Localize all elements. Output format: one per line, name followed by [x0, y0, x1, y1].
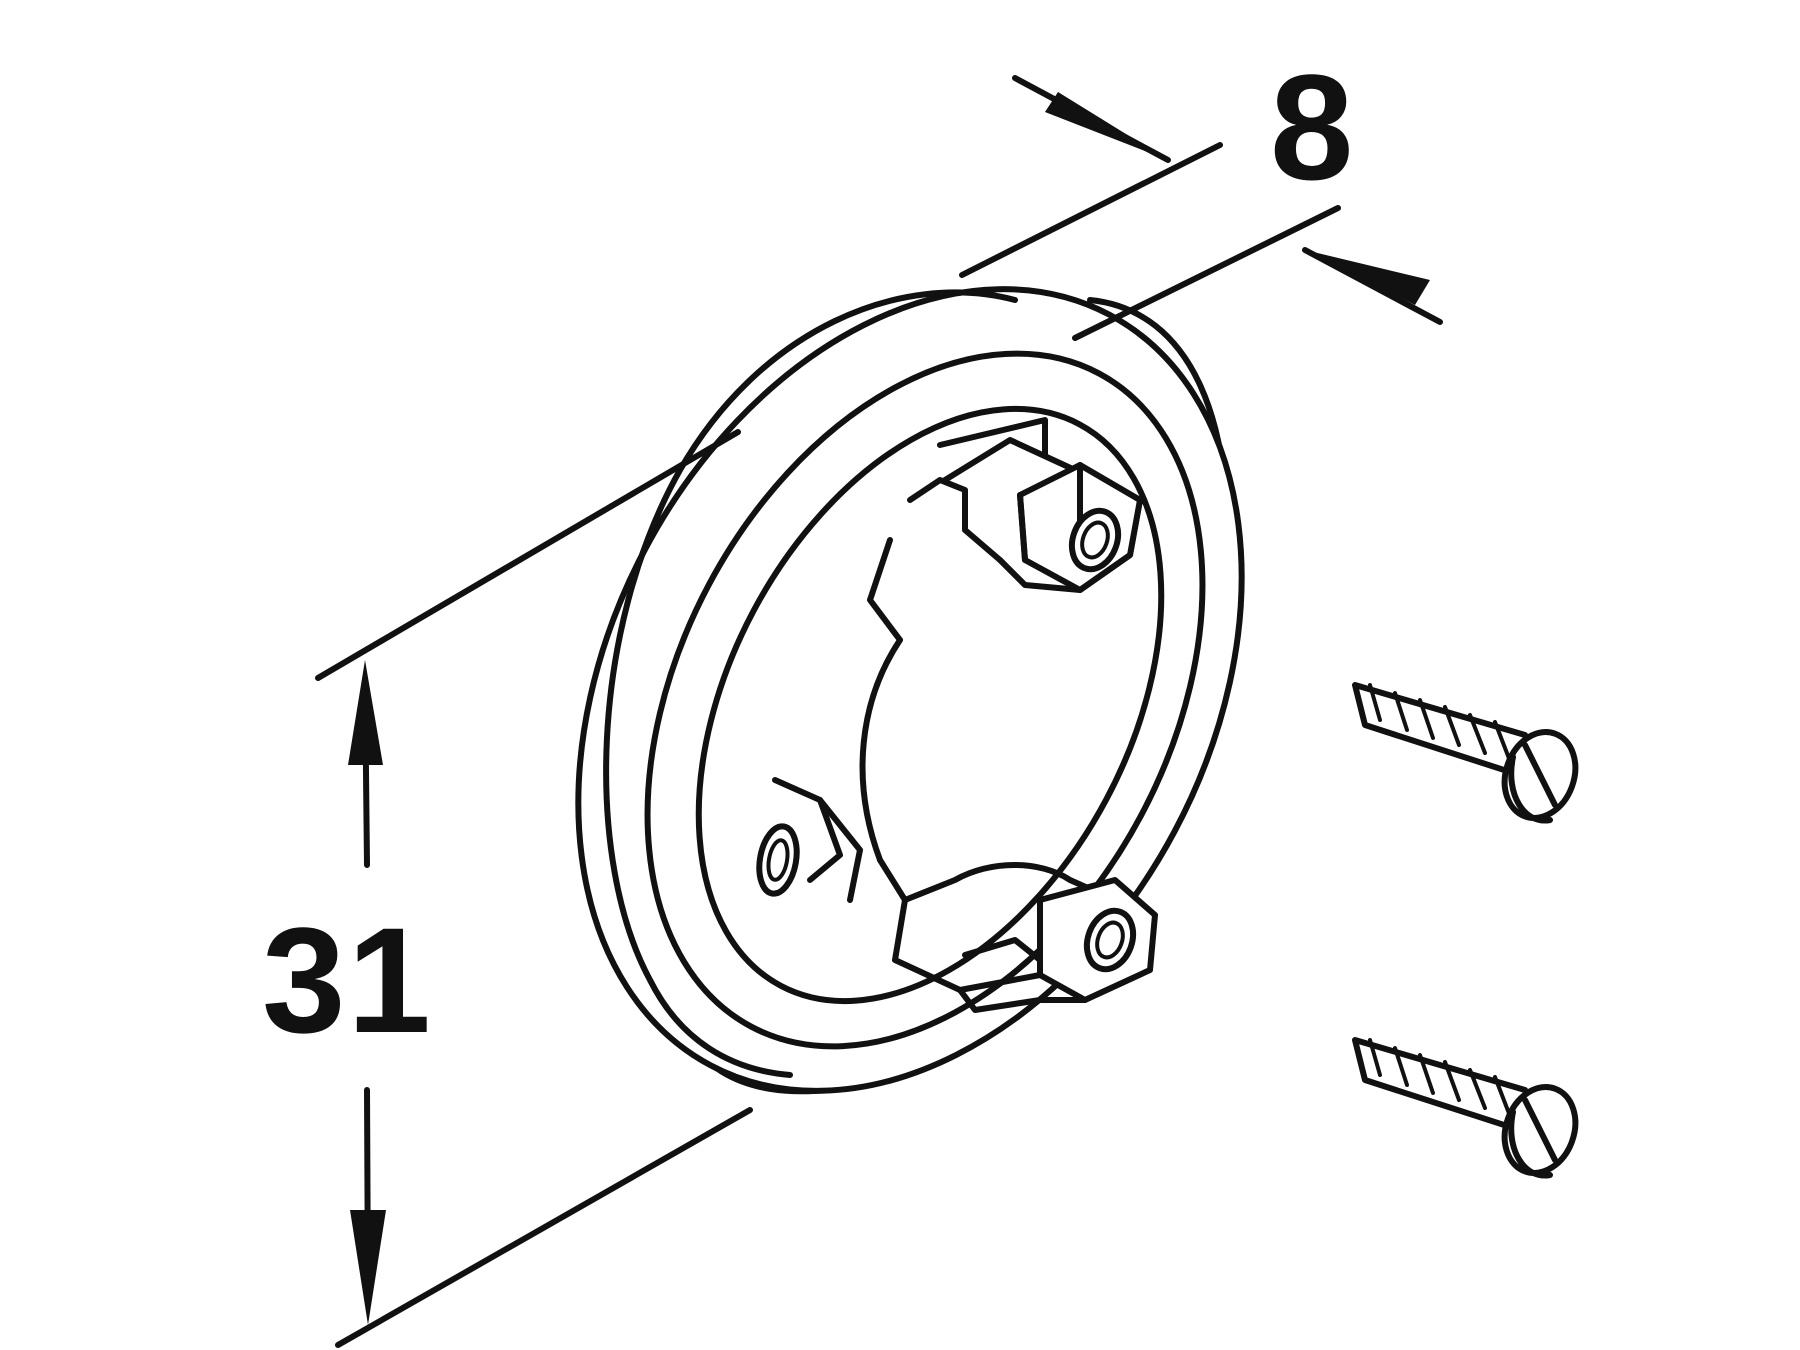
- ring-outer-silhouette: [603, 289, 1018, 1078]
- ring-front-inner: [644, 350, 1206, 1050]
- diameter-dimension: [315, 429, 753, 1348]
- depth-dimension-label: 8: [1270, 43, 1356, 211]
- arrowhead-icon: [1045, 92, 1168, 160]
- depth-dimension: [959, 75, 1443, 341]
- diameter-dimension-label: 31: [262, 896, 433, 1064]
- left-lug: [756, 777, 863, 903]
- screw-upper: [1352, 682, 1579, 824]
- threaded-hole-icon: [756, 823, 800, 897]
- mounting-ring: [575, 286, 1245, 1095]
- arrowhead-icon: [1305, 250, 1430, 305]
- threaded-hole-icon: [1083, 907, 1137, 973]
- ring-inner-recess: [695, 405, 1165, 1005]
- threaded-hole-icon: [1068, 507, 1122, 573]
- upper-lug: [859, 417, 1143, 863]
- arrowhead-icon: [348, 660, 383, 765]
- ring-front-outer: [575, 286, 1245, 1094]
- arrowhead-icon: [350, 1210, 386, 1325]
- lower-lug: [877, 857, 1158, 1013]
- screw-lower: [1352, 1037, 1579, 1179]
